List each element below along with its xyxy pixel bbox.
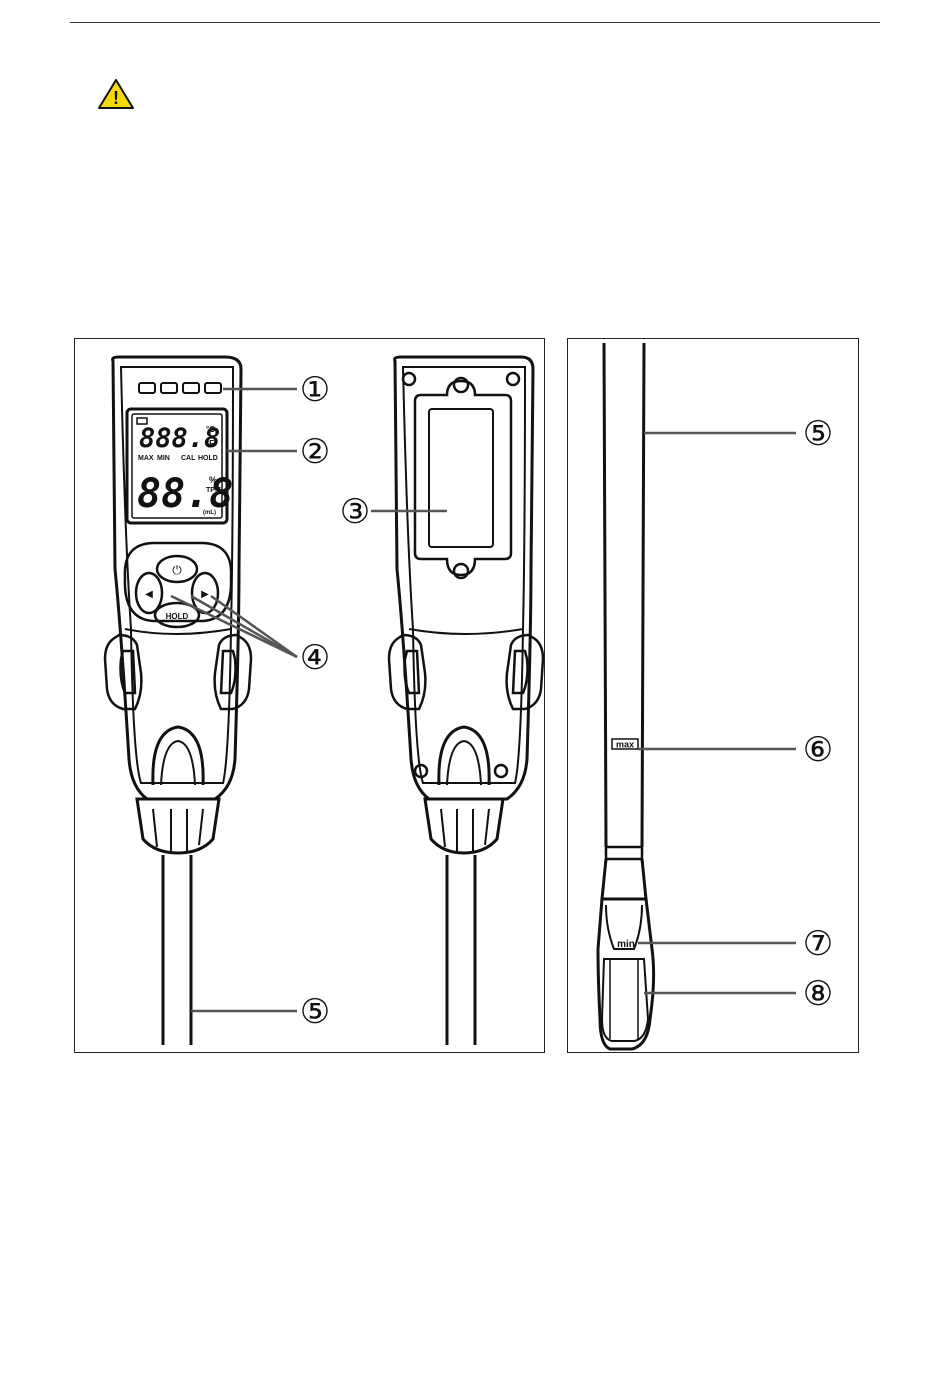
warning-glyph: ! (113, 88, 119, 108)
header-rule (70, 22, 880, 23)
device-views-panel: 888.8 °C °F MAX MIN CAL HOLD 88.8 % TPM … (74, 338, 545, 1053)
callout-4: ④ (300, 639, 330, 677)
probe-callout-numbers: ⑤ ⑥ ⑦ ⑧ (803, 415, 833, 1013)
callout-6: ⑥ (803, 731, 833, 769)
lcd-mode-max: MAX (138, 455, 154, 462)
lcd-mode-min: MIN (157, 455, 170, 462)
device-views-diagram: 888.8 °C °F MAX MIN CAL HOLD 88.8 % TPM … (75, 339, 544, 1052)
lcd-mode-hold: HOLD (198, 455, 218, 462)
max-mark: max (616, 740, 634, 750)
callout-5-right: ⑤ (803, 415, 833, 453)
cable-arch (153, 727, 203, 785)
callout-1: ① (300, 371, 330, 409)
probe-detail-panel: max min ⑤ ⑥ ⑦ ⑧ (567, 338, 859, 1053)
lcd-unit-tpm: TPM (206, 487, 221, 494)
probe-detail-diagram: max min ⑤ ⑥ ⑦ ⑧ (568, 339, 858, 1052)
lcd-mode-cal: CAL (181, 455, 196, 462)
lcd-bottom-digits: 88.8 (137, 471, 233, 517)
lcd-unit-percent: % (209, 475, 217, 485)
probe-callout-lines (638, 433, 796, 993)
probe-sensor-window (602, 959, 648, 1041)
callout-7: ⑦ (803, 925, 833, 963)
callout-numbers: ① ② ③ ④ ⑤ (300, 371, 370, 1031)
strain-relief (137, 799, 219, 853)
left-arrow-button[interactable]: ◀ (145, 589, 153, 600)
min-mark: min (617, 939, 635, 950)
back-grips (389, 629, 543, 709)
power-button[interactable]: ⏻ (172, 563, 182, 577)
lcd-unit-c: °C (206, 425, 215, 434)
back-view (389, 357, 543, 1045)
lcd-unit-f: °F (206, 439, 214, 448)
hold-button[interactable]: HOLD (166, 612, 189, 621)
lcd-unit-ml: (mL) (203, 510, 216, 516)
callout-5-left: ⑤ (300, 993, 330, 1031)
callout-3: ③ (340, 493, 370, 531)
warning-triangle-icon: ! (97, 78, 135, 110)
lcd-readout: 888.8 °C °F MAX MIN CAL HOLD 88.8 % TPM … (137, 423, 233, 517)
callout-2: ② (300, 433, 330, 471)
front-view (105, 357, 251, 1045)
right-arrow-button[interactable]: ▶ (201, 589, 209, 600)
callout-8: ⑧ (803, 975, 833, 1013)
indicator-lights (139, 383, 221, 393)
